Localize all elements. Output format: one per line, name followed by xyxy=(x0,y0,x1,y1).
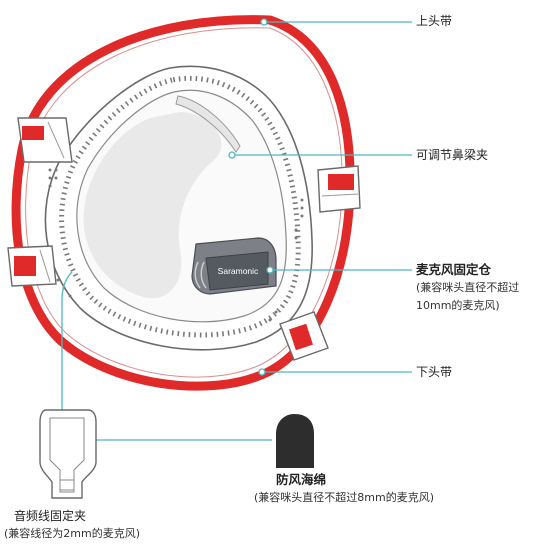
label-lower-strap: 下头带 xyxy=(416,365,453,379)
label-nose-clip: 可调节鼻梁夹 xyxy=(416,148,489,162)
mic-holder: Saramonic xyxy=(191,237,277,295)
label-cable-clip: 音频线固定夹 xyxy=(14,509,87,523)
label-windscreen: 防风海绵 xyxy=(276,472,327,487)
leader-cable-clip-vertical xyxy=(61,271,73,440)
label-mic-holder: 麦克风固定仓 xyxy=(416,262,492,277)
strap-clip-bottom-right xyxy=(279,311,329,361)
label-mic-holder-note-2: 10mm的麦克风) xyxy=(416,299,500,312)
label-cable-clip-note: (兼容线径为2mm的麦克风) xyxy=(4,527,141,540)
strap-clip-bottom-left xyxy=(7,245,57,287)
label-windscreen-note: (兼容咪头直径不超过8mm的麦克风) xyxy=(254,491,435,504)
strap-clip-top-left xyxy=(17,117,73,163)
strap-clip-top-right xyxy=(317,165,361,213)
cable-clip xyxy=(39,409,97,499)
foam-windscreen xyxy=(276,414,314,468)
mic-brand-text: Saramonic xyxy=(218,266,259,276)
label-mic-holder-note-1: (兼容咪头直径不超过 xyxy=(416,281,520,294)
nose-clip xyxy=(175,95,241,153)
label-upper-strap: 上头带 xyxy=(416,14,453,28)
